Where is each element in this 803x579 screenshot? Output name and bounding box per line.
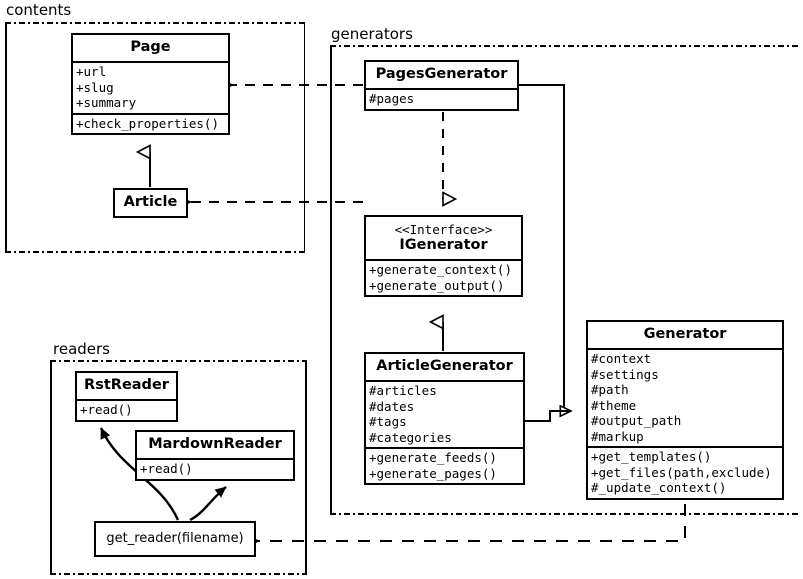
class-operations-generator: +get_templates() +get_files(path,exclude…: [588, 446, 782, 498]
class-operations-mardownreader: +read(): [137, 458, 293, 479]
attribute-row: #pages: [369, 91, 415, 106]
operation-row: +generate_output(): [369, 277, 505, 293]
attribute-row: #settings: [591, 366, 659, 382]
class-box-articlegenerator[interactable]: ArticleGenerator #articles #dates #tags …: [364, 352, 525, 485]
attribute-row: #theme: [591, 397, 637, 413]
operation-row: +check_properties(): [76, 115, 219, 131]
attribute-row: #tags: [369, 414, 407, 429]
class-operations-articlegenerator: +generate_feeds() +generate_pages(): [366, 447, 523, 483]
class-attributes-generator: #context #settings #path #theme #output_…: [588, 348, 782, 446]
package-label-readers: readers: [51, 341, 113, 357]
operation-row: +read(): [80, 402, 133, 417]
attribute-row: +summary: [76, 95, 137, 110]
class-box-generator[interactable]: Generator #context #settings #path #them…: [586, 320, 784, 500]
class-name-articlegenerator: ArticleGenerator: [376, 358, 513, 374]
class-box-article[interactable]: Article: [113, 188, 188, 218]
attribute-row: #articles: [369, 383, 437, 398]
operation-row: +get_files(path,exclude): [591, 464, 772, 480]
class-name-igenerator: <<Interface>> IGenerator: [366, 217, 521, 259]
operation-row: +generate_context(): [369, 262, 512, 277]
class-name-article: Article: [123, 194, 178, 210]
attribute-row: #output_path: [591, 413, 682, 428]
function-label-get-reader: get_reader(filename): [106, 531, 244, 546]
attribute-row: +slug: [76, 79, 114, 95]
operation-row: +generate_pages(): [369, 465, 497, 481]
class-stereotype-igenerator: <<Interface>>: [394, 222, 493, 237]
operation-row: +read(): [140, 461, 193, 476]
class-operations-rstreader: +read(): [77, 399, 176, 420]
attribute-row: #path: [591, 382, 629, 397]
class-operations-igenerator: +generate_context() +generate_output(): [366, 259, 521, 295]
class-operations-page: +check_properties(): [73, 112, 228, 134]
operation-row: +generate_feeds(): [369, 450, 497, 465]
class-name-pagesgenerator: PagesGenerator: [375, 66, 508, 82]
function-box-get-reader[interactable]: get_reader(filename): [94, 521, 256, 557]
package-label-contents: contents: [4, 2, 75, 18]
attribute-row: #categories: [369, 429, 452, 445]
class-attributes-pagesgenerator: #pages: [366, 88, 517, 109]
attribute-row: #context: [591, 351, 652, 366]
attribute-row: #markup: [591, 428, 644, 444]
package-label-generators: generators: [329, 26, 416, 42]
operation-row: +get_templates(): [591, 449, 712, 464]
class-box-page[interactable]: Page +url +slug +summary +check_properti…: [71, 33, 230, 135]
class-attributes-page: +url +slug +summary: [73, 61, 228, 113]
class-name-generator: Generator: [643, 326, 727, 342]
operation-row: #_update_context(): [591, 480, 727, 495]
class-attributes-articlegenerator: #articles #dates #tags #categories: [366, 380, 523, 447]
class-box-rstreader[interactable]: RstReader +read(): [75, 371, 178, 422]
class-box-igenerator[interactable]: <<Interface>> IGenerator +generate_conte…: [364, 215, 523, 297]
class-box-pagesgenerator[interactable]: PagesGenerator #pages: [364, 60, 519, 111]
class-box-mardownreader[interactable]: MardownReader +read(): [135, 430, 295, 481]
class-name-text: IGenerator: [399, 237, 488, 253]
attribute-row: #dates: [369, 398, 415, 414]
class-name-rstreader: RstReader: [84, 377, 169, 393]
attribute-row: +url: [76, 64, 107, 79]
class-name-mardownreader: MardownReader: [148, 436, 282, 452]
class-name-page: Page: [130, 39, 171, 55]
